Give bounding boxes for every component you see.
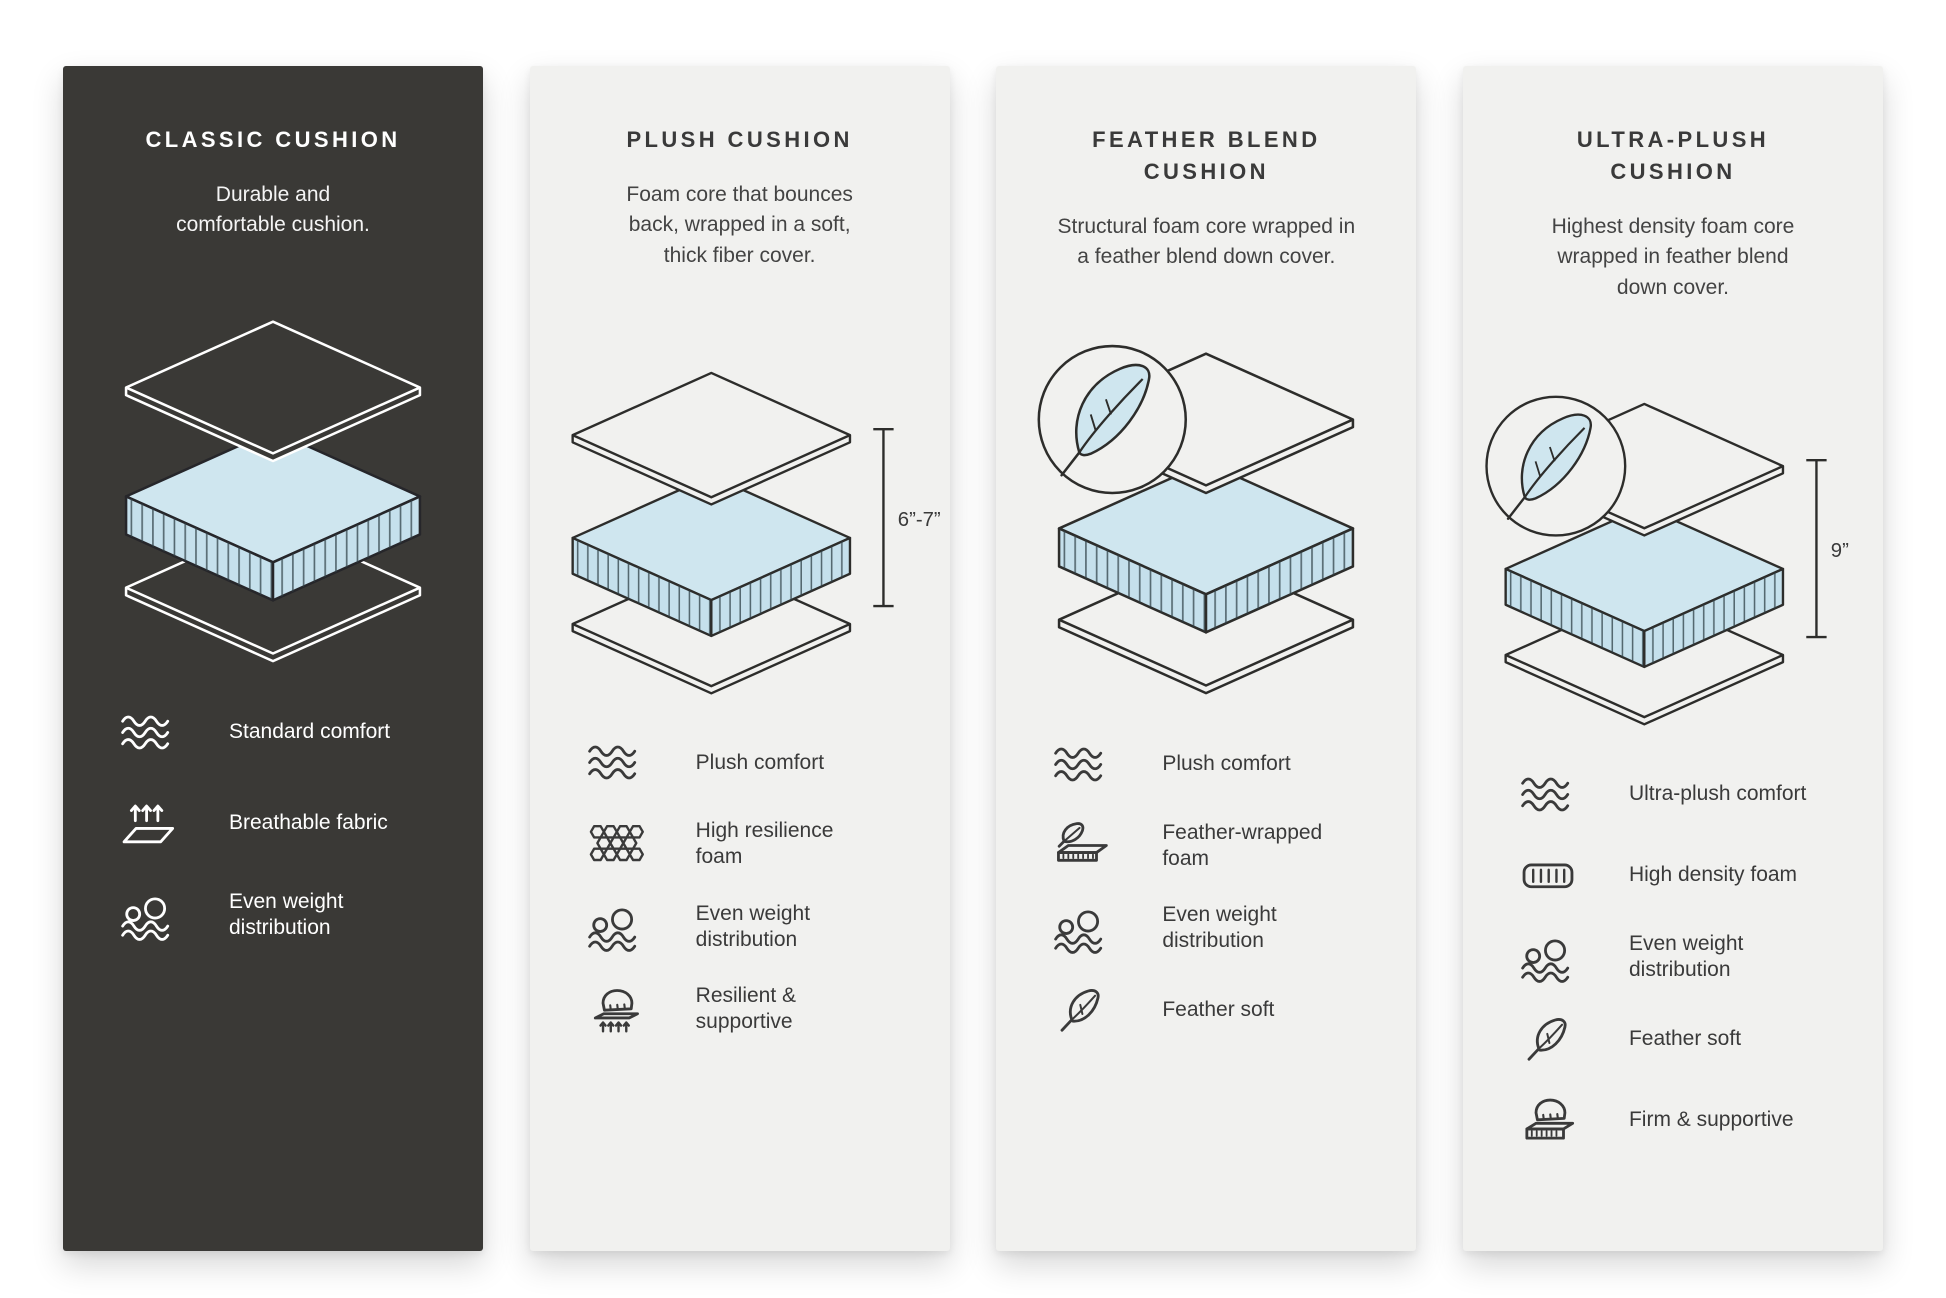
feature-label: Even weight distribution: [695, 901, 811, 951]
exploded-layers-diagram: 9”: [1486, 397, 1849, 725]
feature-row: Plush comfort: [1050, 739, 1388, 790]
feature-row: Even weight distribution: [117, 889, 455, 942]
feature-row: Resilient & supportive: [584, 983, 922, 1036]
panel-title: PLUSH CUSHION: [626, 127, 853, 152]
feature-row: Even weight distribution: [1050, 902, 1388, 955]
feature-row: Plush comfort: [584, 737, 922, 788]
even-weight-icon: [1517, 932, 1629, 983]
even-weight-icon: [584, 901, 696, 952]
high-density-foam-icon: [1517, 850, 1629, 901]
feather-badge: [1486, 397, 1626, 536]
wave-comfort-icon: [584, 737, 696, 788]
feature-label: High density foam: [1628, 863, 1798, 887]
wave-comfort-icon: [117, 707, 229, 758]
feature-label: Plush comfort: [1162, 752, 1291, 776]
feather-badge: [1039, 346, 1187, 494]
cushion-illustration: [996, 309, 1416, 709]
feature-label: Standard comfort: [229, 720, 391, 744]
honeycomb-foam-icon: [584, 819, 696, 870]
height-dimension: [872, 427, 894, 607]
feature-label: Feather soft: [1162, 998, 1275, 1022]
panel-description: Durable and comfortable cushion.: [176, 182, 370, 237]
panel-title: CLASSIC CUSHION: [145, 127, 401, 152]
feature-row: Even weight distribution: [1517, 931, 1855, 984]
wave-comfort-icon: [1517, 769, 1629, 820]
feature-row: Even weight distribution: [584, 901, 922, 954]
feature-label: Even weight distribution: [1162, 903, 1277, 953]
feature-list: Standard comfort Breathable fabric Even …: [63, 707, 483, 982]
panel-classic-cushion: CLASSIC CUSHION Durable and comfortable …: [63, 66, 483, 1251]
feature-row: Feather-wrapped foam: [1050, 820, 1388, 873]
feature-label: Feather soft: [1628, 1026, 1742, 1050]
panel-description: Highest density foam core wrapped in fea…: [1551, 214, 1795, 299]
exploded-layers-diagram: 6”-7”: [572, 372, 941, 693]
cushion-illustration: 9”: [1463, 339, 1883, 739]
panel-ultra-plush-cushion: ULTRA-PLUSH CUSHION Highest density foam…: [1462, 66, 1883, 1251]
height-dimension-label: 6”-7”: [897, 509, 940, 531]
even-weight-icon: [1050, 903, 1162, 954]
exploded-layers-diagram: [126, 322, 420, 662]
feature-row: Breathable fabric: [117, 798, 455, 849]
feature-label: Breathable fabric: [229, 811, 388, 835]
feature-row: Ultra-plush comfort: [1517, 769, 1855, 820]
panel-title: FEATHER BLEND CUSHION: [1092, 127, 1321, 184]
feature-row: Standard comfort: [117, 707, 455, 758]
hand-springs-icon: [584, 984, 696, 1035]
cushion-illustration: [63, 277, 483, 677]
panel-description: Foam core that bounces back, wrapped in …: [626, 182, 853, 267]
feature-label: Plush comfort: [695, 750, 825, 774]
feature-label: Feather-wrapped foam: [1162, 820, 1323, 870]
panel-plush-cushion: PLUSH CUSHION Foam core that bounces bac…: [529, 66, 950, 1251]
feature-row: Feather soft: [1050, 985, 1388, 1036]
feature-label: Ultra-plush comfort: [1628, 782, 1807, 806]
height-dimension: [1806, 459, 1827, 639]
feature-label: Even weight distribution: [229, 889, 344, 940]
panel-title: ULTRA-PLUSH CUSHION: [1576, 127, 1770, 184]
height-dimension-label: 9”: [1831, 540, 1849, 562]
feature-row: Firm & supportive: [1517, 1095, 1855, 1146]
feature-label: High resilience foam: [695, 819, 834, 869]
feature-list: Plush comfort Feather-wrapped foam Even …: [996, 739, 1416, 1066]
panel-description: Structural foam core wrapped in a feathe…: [1057, 214, 1356, 269]
feature-list: Ultra-plush comfort High density foam Ev…: [1463, 769, 1883, 1176]
cushion-illustration: 6”-7”: [530, 307, 950, 707]
feature-list: Plush comfort High resilience foam Even …: [530, 737, 950, 1066]
feature-row: Feather soft: [1517, 1014, 1855, 1065]
wave-comfort-icon: [1050, 739, 1162, 790]
exploded-layers-diagram: [1039, 346, 1354, 694]
even-weight-icon: [117, 890, 229, 941]
feature-label: Even weight distribution: [1628, 932, 1744, 982]
hand-firm-icon: [1517, 1095, 1629, 1146]
feature-row: High resilience foam: [584, 818, 922, 871]
feather-icon: [1050, 985, 1162, 1036]
panel-feather-blend-cushion: FEATHER BLEND CUSHION Structural foam co…: [996, 66, 1417, 1251]
feather-icon: [1517, 1014, 1629, 1065]
feather-foam-icon: [1050, 820, 1162, 871]
feature-row: High density foam: [1517, 850, 1855, 901]
breathable-fabric-icon: [117, 798, 229, 849]
feature-label: Firm & supportive: [1628, 1107, 1794, 1131]
feature-label: Resilient & supportive: [695, 984, 797, 1034]
